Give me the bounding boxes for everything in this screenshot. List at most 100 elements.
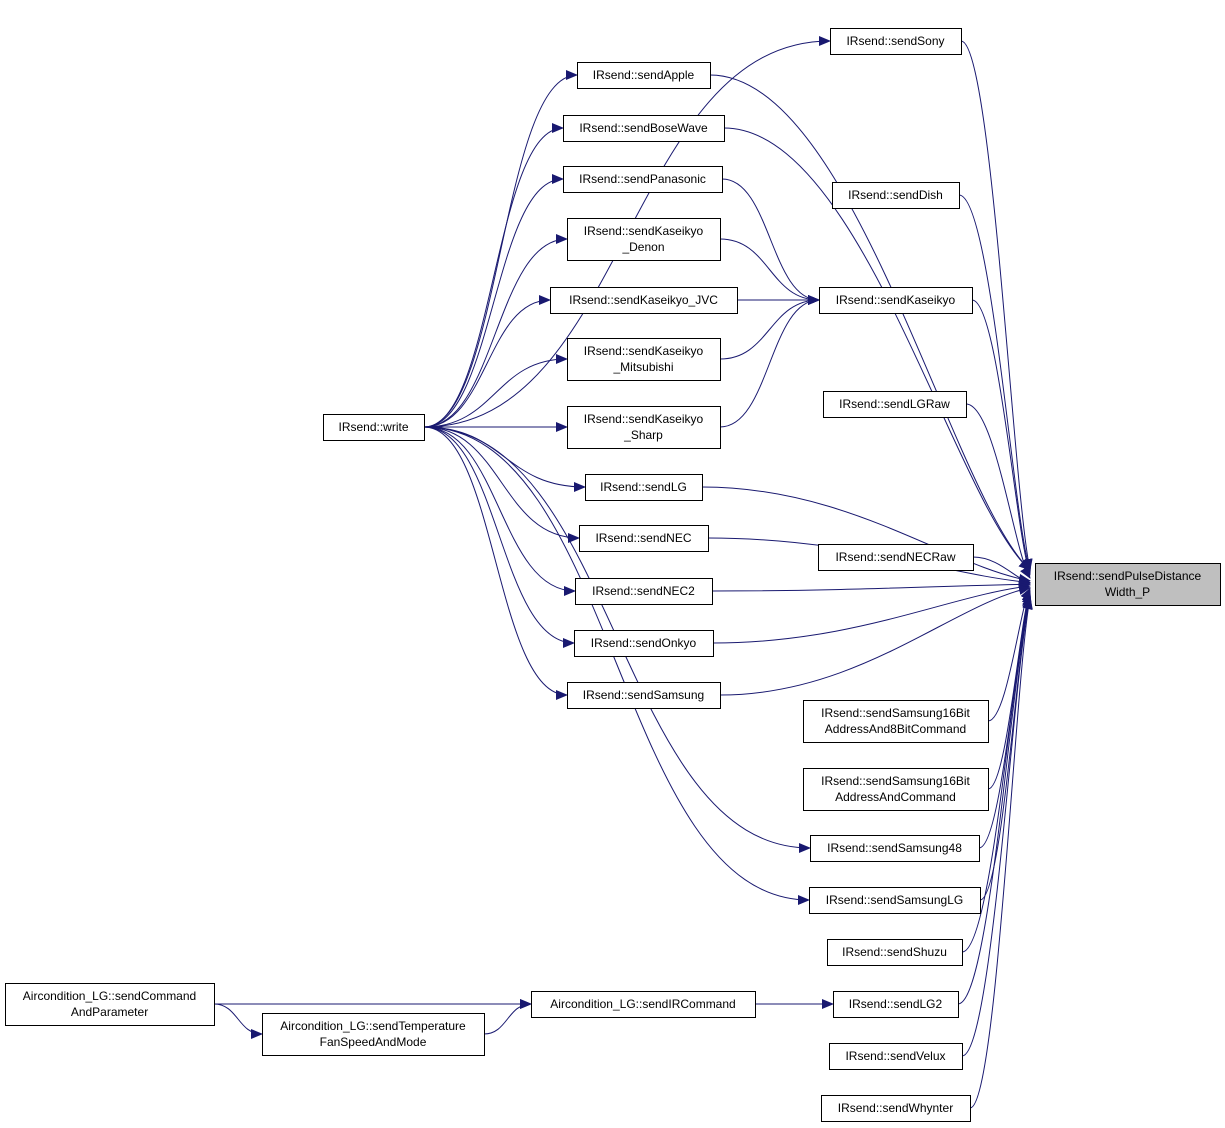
node-label: IRsend::sendSamsung xyxy=(583,688,704,702)
node-s48[interactable]: IRsend::sendSamsung48 xyxy=(810,835,980,862)
edge-write-to-apple xyxy=(423,70,578,428)
node-shuzu[interactable]: IRsend::sendShuzu xyxy=(827,939,963,966)
node-box xyxy=(803,700,989,743)
edge-nec2-to-root xyxy=(711,579,1031,592)
node-label: _Denon xyxy=(621,240,664,254)
node-box xyxy=(830,28,962,55)
node-label: IRsend::sendNECRaw xyxy=(835,550,955,564)
node-ac_temp[interactable]: Aircondition_LG::sendTemperatureFanSpeed… xyxy=(262,1013,485,1056)
node-label: Aircondition_LG::sendIRCommand xyxy=(550,997,735,1011)
node-nec2[interactable]: IRsend::sendNEC2 xyxy=(575,578,713,605)
node-label: IRsend::sendBoseWave xyxy=(579,121,708,135)
node-label: Aircondition_LG::sendCommand xyxy=(23,989,196,1003)
edge-lg-to-root xyxy=(701,486,1031,584)
edge-write-to-kdenon xyxy=(423,234,568,428)
node-box xyxy=(823,391,967,418)
node-box xyxy=(5,983,215,1026)
node-kdenon[interactable]: IRsend::sendKaseikyo_Denon xyxy=(567,218,721,261)
node-label: IRsend::sendLG xyxy=(600,480,687,494)
node-ksharp[interactable]: IRsend::sendKaseikyo_Sharp xyxy=(567,406,721,449)
node-box xyxy=(821,1095,971,1122)
node-apple[interactable]: IRsend::sendApple xyxy=(577,62,711,89)
edge-write-to-nec xyxy=(423,426,580,543)
node-label: IRsend::sendKaseikyo_JVC xyxy=(569,293,718,307)
node-onkyo[interactable]: IRsend::sendOnkyo xyxy=(574,630,714,657)
node-s16a8[interactable]: IRsend::sendSamsung16BitAddressAnd8BitCo… xyxy=(803,700,989,743)
node-label: Aircondition_LG::sendTemperature xyxy=(280,1019,466,1033)
edge-dish-to-root xyxy=(958,194,1032,572)
node-label: IRsend::sendSamsung16Bit xyxy=(821,774,970,788)
edge-kmits-to-kaseikyo xyxy=(719,295,820,360)
node-label: IRsend::sendKaseikyo xyxy=(584,412,704,426)
node-box xyxy=(829,1043,963,1070)
edge-shuzu-to-root xyxy=(961,595,1032,953)
node-label: AndParameter xyxy=(71,1005,148,1019)
node-box xyxy=(563,115,725,142)
node-kaseikyo[interactable]: IRsend::sendKaseikyo xyxy=(819,287,973,314)
node-dish[interactable]: IRsend::sendDish xyxy=(832,182,960,209)
node-box xyxy=(577,62,711,89)
node-label: _Sharp xyxy=(623,428,663,442)
node-label: IRsend::sendOnkyo xyxy=(591,636,697,650)
node-box xyxy=(803,768,989,811)
edge-write-to-kjvc xyxy=(423,295,551,428)
node-box xyxy=(832,182,960,209)
node-label: IRsend::sendSony xyxy=(846,34,944,48)
node-necraw[interactable]: IRsend::sendNECRaw xyxy=(818,544,974,571)
node-sony[interactable]: IRsend::sendSony xyxy=(830,28,962,55)
edge-whynter-to-root xyxy=(969,597,1033,1109)
node-box xyxy=(810,835,980,862)
edge-write-to-nec2 xyxy=(423,426,576,596)
edge-onkyo-to-root xyxy=(712,582,1031,644)
node-label: AddressAnd8BitCommand xyxy=(825,722,966,736)
edge-sony-to-root xyxy=(960,40,1033,571)
node-kjvc[interactable]: IRsend::sendKaseikyo_JVC xyxy=(550,287,738,314)
node-box xyxy=(827,939,963,966)
node-label: IRsend::sendPulseDistance xyxy=(1054,569,1202,583)
node-label: IRsend::sendNEC2 xyxy=(592,584,695,598)
edge-write-to-slg xyxy=(423,426,810,905)
edge-ksharp-to-kaseikyo xyxy=(719,295,820,428)
node-box xyxy=(567,406,721,449)
nodes: IRsend::sendPulseDistanceWidth_PIRsend::… xyxy=(5,28,1221,1122)
node-lgraw[interactable]: IRsend::sendLGRaw xyxy=(823,391,967,418)
node-panasonic[interactable]: IRsend::sendPanasonic xyxy=(563,166,723,193)
node-label: IRsend::sendLGRaw xyxy=(839,397,950,411)
edge-write-to-onkyo xyxy=(423,426,575,648)
node-slg[interactable]: IRsend::sendSamsungLG xyxy=(809,887,981,914)
edge-kdenon-to-kaseikyo xyxy=(719,238,820,305)
node-box xyxy=(567,338,721,381)
node-box xyxy=(567,218,721,261)
node-box xyxy=(809,887,981,914)
node-label: IRsend::sendSamsung48 xyxy=(827,841,962,855)
node-box xyxy=(1035,563,1221,606)
node-lg2[interactable]: IRsend::sendLG2 xyxy=(833,991,959,1018)
node-label: IRsend::sendKaseikyo xyxy=(584,224,704,238)
node-box xyxy=(585,474,703,501)
node-velux[interactable]: IRsend::sendVelux xyxy=(829,1043,963,1070)
node-box xyxy=(833,991,959,1018)
node-kmits[interactable]: IRsend::sendKaseikyo_Mitsubishi xyxy=(567,338,721,381)
node-write[interactable]: IRsend::write xyxy=(323,414,425,441)
node-label: IRsend::write xyxy=(338,420,408,434)
node-whynter[interactable]: IRsend::sendWhynter xyxy=(821,1095,971,1122)
node-samsung[interactable]: IRsend::sendSamsung xyxy=(567,682,721,709)
edge-ac_temp-to-ac_ir xyxy=(483,999,532,1035)
node-ac_ir[interactable]: Aircondition_LG::sendIRCommand xyxy=(531,991,756,1018)
edge-samsung-to-root xyxy=(719,585,1031,696)
edge-velux-to-root xyxy=(961,597,1033,1057)
node-lg[interactable]: IRsend::sendLG xyxy=(585,474,703,501)
edge-apple-to-root xyxy=(709,74,1031,571)
node-label: AddressAndCommand xyxy=(835,790,956,804)
node-label: IRsend::sendDish xyxy=(848,188,943,202)
node-label: IRsend::sendApple xyxy=(593,68,695,82)
node-nec[interactable]: IRsend::sendNEC xyxy=(579,525,709,552)
node-bose[interactable]: IRsend::sendBoseWave xyxy=(563,115,725,142)
edge-lg2-to-root xyxy=(957,597,1032,1005)
node-s16[interactable]: IRsend::sendSamsung16BitAddressAndComman… xyxy=(803,768,989,811)
node-label: FanSpeedAndMode xyxy=(320,1035,427,1049)
node-box xyxy=(531,991,756,1018)
